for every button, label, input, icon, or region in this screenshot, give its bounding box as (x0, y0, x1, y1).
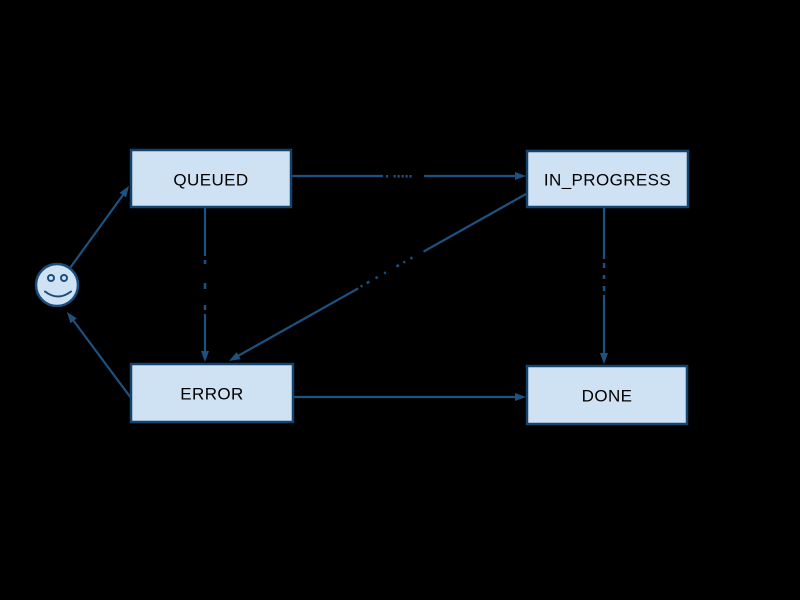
edge-error-to-user (67, 312, 132, 399)
node-error: ERROR (129, 362, 295, 424)
node-in-progress: IN_PROGRESS (525, 149, 690, 209)
smiley-left-eye (47, 274, 55, 282)
edge-in-progress-to-error (229, 193, 527, 361)
edge-error-to-done (293, 393, 526, 401)
node-done-label: DONE (582, 387, 633, 406)
edge-label-remnants (602, 263, 606, 291)
node-queued: QUEUED (129, 148, 293, 209)
arrowhead-into-done-top (600, 353, 608, 364)
node-error-label: ERROR (180, 385, 243, 404)
arrowhead-into-smiley (67, 312, 77, 324)
edge-label-remnants (360, 256, 414, 288)
edge-in-progress-to-done (596, 208, 612, 364)
smiley-mouth (44, 290, 72, 298)
edge-label-remnants (203, 260, 207, 310)
arrowhead-into-in-progress (515, 172, 526, 180)
arrowhead-into-done-left (515, 393, 526, 401)
edge-label-gap (354, 244, 428, 295)
arrowhead-into-error-topright (229, 352, 241, 361)
node-queued-label: QUEUED (173, 171, 248, 190)
edge-queued-to-error (197, 208, 213, 362)
smiley-right-eye (60, 274, 68, 282)
arrowhead-into-error-top (201, 351, 209, 362)
edge-queued-to-in-progress (291, 168, 526, 184)
smiley-face-icon (34, 262, 80, 308)
node-user-smiley (34, 262, 80, 308)
node-in-progress-label: IN_PROGRESS (544, 171, 671, 190)
node-done: DONE (525, 364, 689, 426)
edge-user-to-queued (69, 186, 129, 269)
arrowhead-into-queued (119, 186, 129, 198)
edge-label-remnants (386, 175, 412, 178)
